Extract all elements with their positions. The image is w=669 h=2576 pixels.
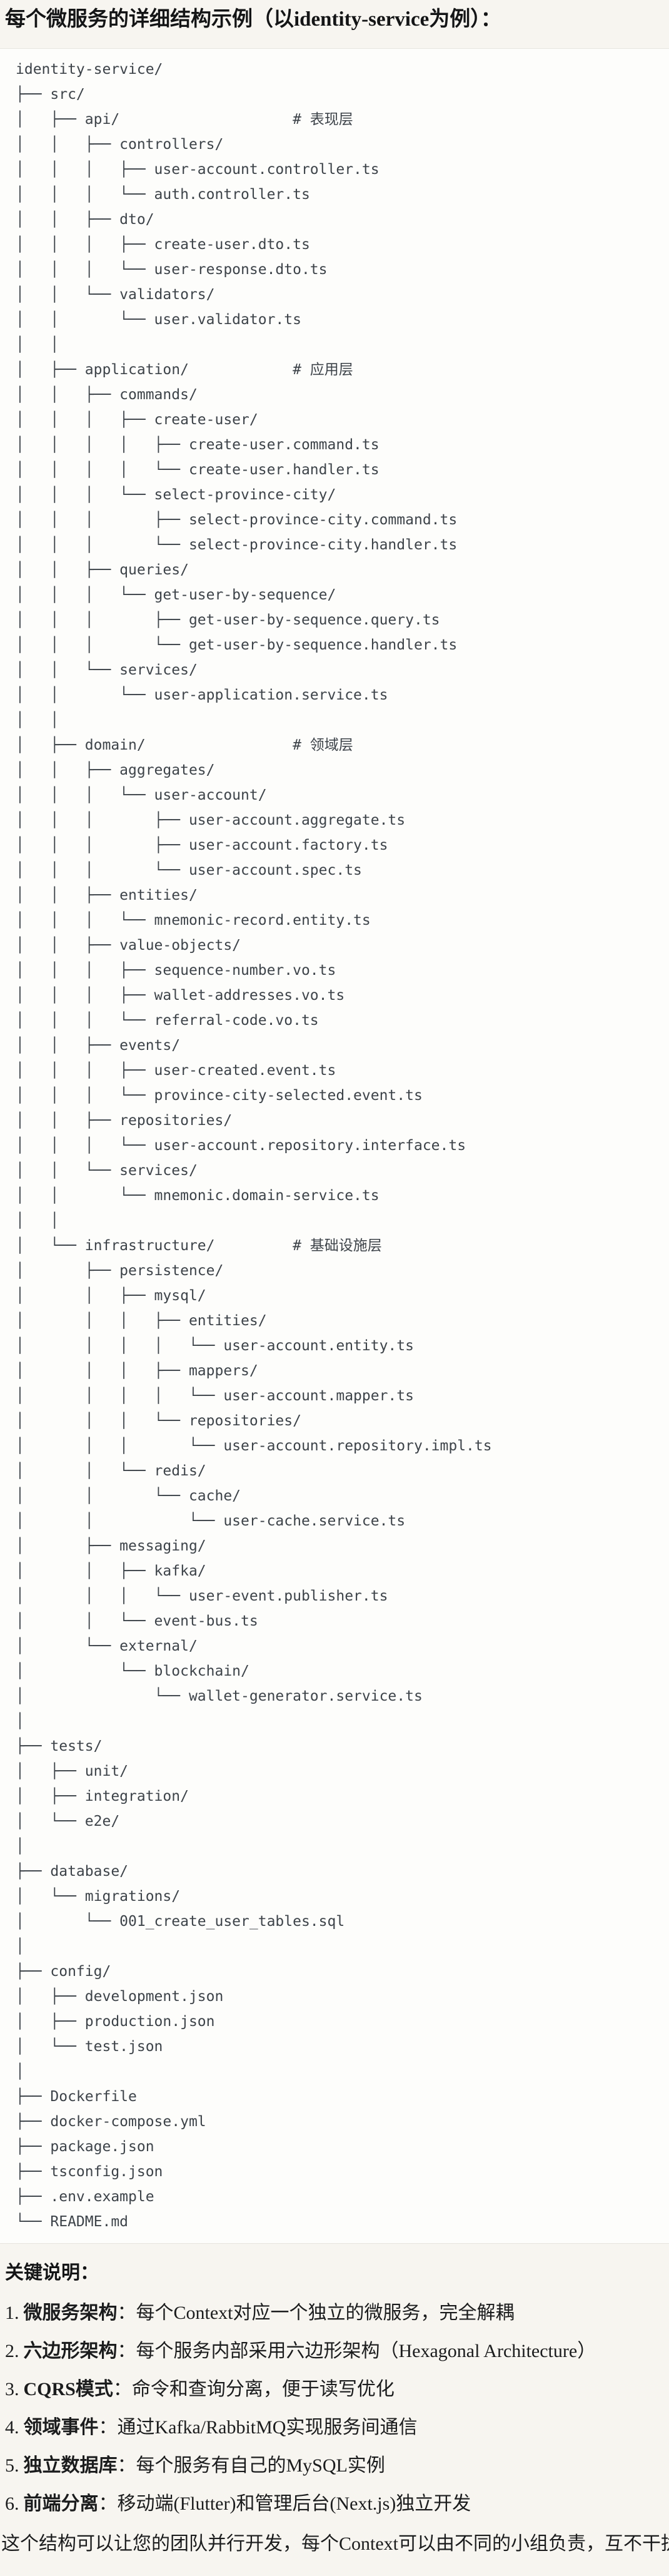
note-item-label: 前端分离: [23, 2493, 99, 2514]
note-item-label: 微服务架构: [23, 2303, 118, 2323]
note-item-text: ：每个服务有自己的MySQL实例: [117, 2455, 385, 2476]
note-item-number: 3.: [5, 2379, 19, 2400]
note-item-label: 六边形架构: [23, 2341, 118, 2361]
note-item-label: 独立数据库: [23, 2455, 118, 2476]
note-item: 4.领域事件：通过Kafka/RabbitMQ实现服务间通信: [0, 2416, 669, 2438]
note-item-number: 5.: [5, 2455, 19, 2476]
note-item-text: ：移动端(Flutter)和管理后台(Next.js)独立开发: [98, 2493, 471, 2514]
note-item: 1.微服务架构：每个Context对应一个独立的微服务，完全解耦: [0, 2302, 669, 2324]
note-item: 2.六边形架构：每个服务内部采用六边形架构（Hexagonal Architec…: [0, 2340, 669, 2362]
closing-paragraph: 这个结构可以让您的团队并行开发，每个Context可以由不同的小组负责，互不干扰…: [1, 2533, 669, 2554]
note-item-number: 2.: [5, 2341, 19, 2361]
note-item: 6.前端分离：移动端(Flutter)和管理后台(Next.js)独立开发: [0, 2493, 669, 2515]
file-tree: identity-service/ ├── src/ │ ├── api/ # …: [16, 61, 492, 2230]
note-item-label: 领域事件: [23, 2417, 99, 2438]
note-item-label: CQRS模式: [23, 2379, 113, 2400]
note-item-text: ：命令和查询分离，便于读写优化: [113, 2379, 395, 2400]
notes-heading: 关键说明：: [5, 2263, 99, 2283]
note-item: 3.CQRS模式：命令和查询分离，便于读写优化: [0, 2378, 669, 2400]
note-item-text: ：通过Kafka/RabbitMQ实现服务间通信: [98, 2417, 418, 2438]
note-item-number: 1.: [5, 2303, 19, 2323]
note-item-text: ：每个Context对应一个独立的微服务，完全解耦: [117, 2303, 515, 2323]
note-item: 5.独立数据库：每个服务有自己的MySQL实例: [0, 2455, 669, 2477]
note-item-number: 4.: [5, 2417, 19, 2438]
directory-tree-block: identity-service/ ├── src/ │ ├── api/ # …: [0, 48, 669, 2244]
note-item-text: ：每个服务内部采用六边形架构（Hexagonal Architecture）: [117, 2341, 596, 2361]
note-item-number: 6.: [5, 2493, 19, 2514]
page-title: 每个微服务的详细结构示例（以identity-service为例）：: [5, 8, 501, 31]
